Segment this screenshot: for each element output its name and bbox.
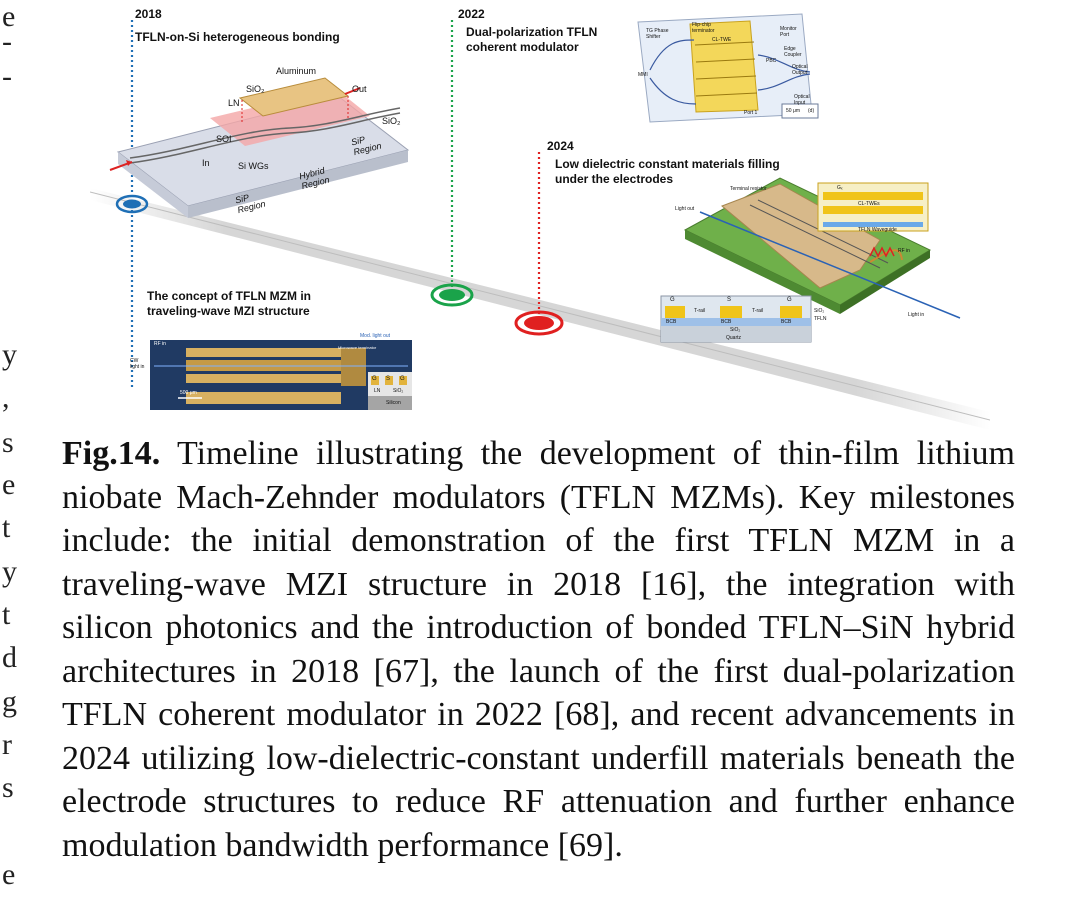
label-light-out: Light out [675, 206, 695, 212]
label-mzm-g2: G [400, 376, 405, 382]
label-light-in: Light in [908, 312, 925, 318]
edge-char: s [2, 771, 14, 804]
label-tfln-side: TFLN [814, 316, 827, 322]
mzm-panel [150, 340, 412, 410]
edge-char: d [2, 641, 17, 674]
label-mmi: MMI [638, 72, 648, 78]
timeline-figure: 2018 TFLN-on-Si heterogeneous bonding 20… [90, 0, 990, 430]
label-sio2-layer: SiO₂ [730, 327, 741, 333]
marker-2018 [115, 194, 149, 214]
label-edge-coupler: Edge Coupler [784, 46, 802, 58]
label-mzm-rf-in: RF in [154, 341, 166, 347]
edge-char: g [2, 685, 17, 718]
label-sio2-right: SiO₂ [382, 116, 401, 126]
label-monitor-port: Monitor Port [780, 26, 797, 38]
milestone-title-hybrid-bonding: TFLN-on-Si heterogeneous bonding [135, 30, 340, 44]
hybrid-bonding-panel [109, 77, 410, 218]
label-out: Out [352, 84, 367, 94]
lowk-panel [660, 177, 961, 343]
marker-2022 [430, 283, 474, 307]
label-bcb-1: BCB [666, 319, 677, 325]
label-bcb-2: BCB [721, 319, 732, 325]
milestone-title-mzm-concept: The concept of TFLN MZM in traveling-wav… [147, 289, 311, 318]
label-cl-twes: CL-TWEs [858, 201, 880, 207]
edge-char: y [2, 338, 17, 371]
milestone-title-lowk-filling: Low dielectric constant materials fillin… [555, 157, 780, 186]
label-panel-d: (d) [808, 108, 815, 114]
label-mzm-g1: G [372, 376, 377, 382]
label-in: In [202, 158, 210, 168]
label-sio2-side: SiO₂ [814, 308, 825, 314]
edge-char: t [2, 598, 11, 631]
timeline-line [90, 191, 990, 421]
edge-char: e [2, 0, 16, 33]
label-gx: Gₓ [837, 185, 843, 191]
label-port: Port 1 [744, 110, 758, 116]
label-pbc: PBC [766, 58, 777, 64]
edge-char: e [2, 468, 16, 501]
label-mod-light-out: Mod. light out [360, 333, 391, 339]
milestone-title-coherent-modulator: Dual-polarization TFLN coherent modulato… [466, 25, 598, 54]
caption-text: Timeline illustrating the development of… [62, 435, 1015, 864]
label-cw-light-in: CW light in [130, 358, 145, 370]
label-bcb-3: BCB [781, 319, 792, 325]
label-terminal-resistor: Terminal resistor [730, 186, 767, 192]
edge-char: r [2, 728, 12, 761]
label-s-center: S [727, 297, 732, 303]
label-tfln-waveguide: TFLN Waveguide [858, 227, 897, 233]
edge-char: , [2, 381, 10, 414]
label-g-right: G [787, 297, 792, 303]
label-cl-twe: CL-TWE [712, 37, 732, 43]
label-flip-chip: Flip-chip terminator [692, 22, 715, 34]
label-mzm-silicon: Silicon [386, 400, 401, 406]
label-t-rail-1: T-rail [694, 308, 706, 314]
edge-char: y [2, 555, 17, 588]
label-mzm-ln: LN [374, 388, 381, 394]
year-label-2018: 2018 [135, 7, 162, 21]
label-scale-50um: 50 μm [786, 108, 800, 114]
label-ln: LN [228, 98, 240, 108]
edge-char: s [2, 426, 14, 459]
label-t-rail-2: T-rail [752, 308, 764, 314]
label-sio2-top: SiO₂ [246, 84, 265, 94]
label-scale-500um: 500 μm [180, 390, 197, 396]
marker-2024 [514, 310, 564, 336]
timeline-graphics [90, 13, 990, 430]
edge-char: - [2, 60, 12, 93]
label-aluminum: Aluminum [276, 66, 317, 76]
label-mzm-s: S [386, 376, 391, 382]
label-rf-in: RF in [898, 248, 910, 254]
edge-char: t [2, 511, 11, 544]
label-si-wgs: Si WGs [238, 161, 269, 171]
label-mzm-sio2: SiO₂ [393, 388, 404, 394]
figure-caption: Fig.14. Timeline illustrating the develo… [62, 432, 1015, 867]
label-optical-output: Optical Output [792, 64, 808, 76]
label-g-left: G [670, 297, 675, 303]
edge-char: - [2, 25, 12, 58]
caption-label: Fig.14. [62, 435, 161, 472]
year-label-2024: 2024 [547, 139, 574, 153]
label-soi: SOI [216, 134, 232, 144]
label-quartz: Quartz [726, 335, 742, 341]
year-label-2022: 2022 [458, 7, 485, 21]
label-microwave-terminator: Microwave terminator [338, 345, 377, 350]
edge-char: e [2, 858, 16, 891]
coherent-modulator-panel [637, 13, 819, 123]
label-tg-phase-shifter: TG Phase Shifter [646, 28, 669, 40]
label-optical-input: Optical Input [794, 94, 810, 106]
